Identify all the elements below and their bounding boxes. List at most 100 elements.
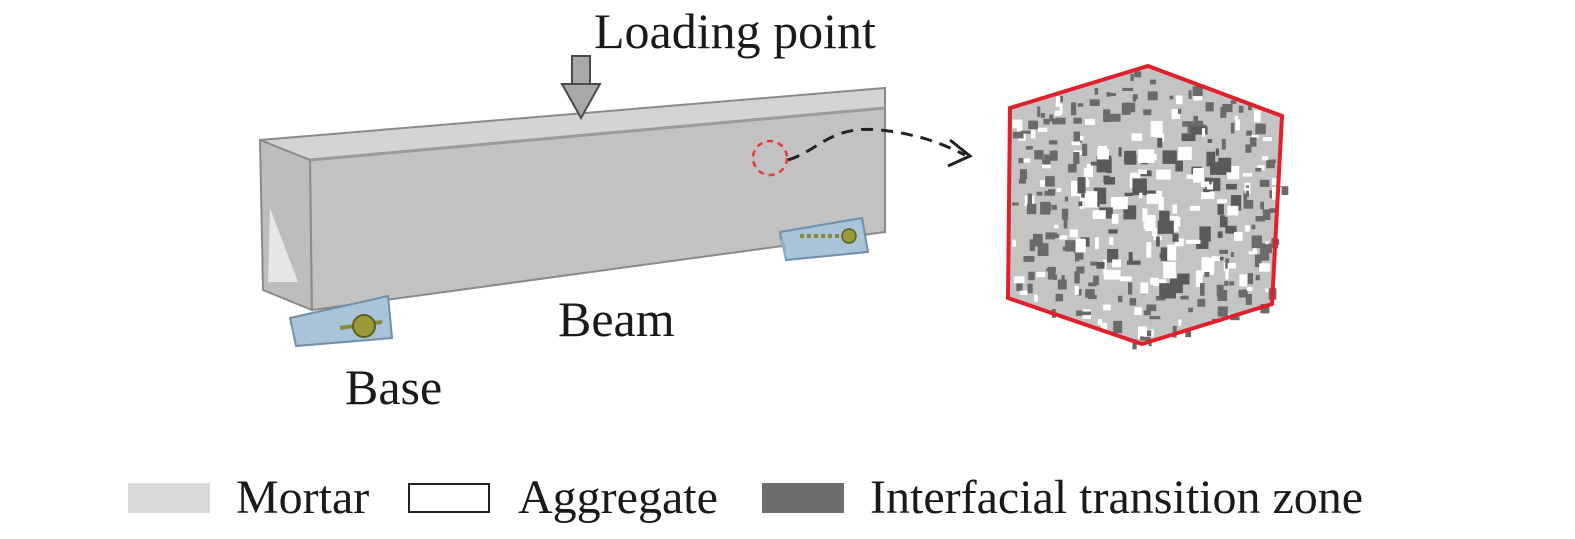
cube-speckle xyxy=(1077,103,1084,107)
legend-swatch-mortar xyxy=(128,483,210,513)
cube-speckle xyxy=(1269,190,1274,199)
cube-speckle xyxy=(1181,133,1196,142)
cube-speckle xyxy=(1171,109,1181,120)
cube-speckle xyxy=(1096,155,1112,173)
cube-speckle xyxy=(1049,114,1054,122)
cube-speckle xyxy=(1082,143,1088,156)
cube-speckle xyxy=(1093,275,1099,285)
cube-speckle xyxy=(1272,177,1277,185)
cube-speckle xyxy=(1076,266,1085,274)
cube-speckle xyxy=(1163,262,1176,279)
cube-speckle xyxy=(1260,247,1270,261)
cube-speckle xyxy=(1074,271,1080,284)
cube-speckle xyxy=(1043,118,1050,125)
cube-speckle xyxy=(1113,320,1123,334)
cube-speckle xyxy=(1027,193,1033,205)
cube-speckle xyxy=(1147,330,1152,337)
cube-speckle xyxy=(1225,225,1237,234)
cube-speckle xyxy=(1230,195,1242,211)
cube-speckle xyxy=(1259,179,1270,187)
cube-speckle xyxy=(1071,141,1081,146)
cube-speckle xyxy=(1238,289,1248,298)
cube-speckle xyxy=(1052,118,1057,125)
cube-speckle xyxy=(1077,289,1082,296)
cube-speckle xyxy=(1142,208,1148,222)
cube-speckle xyxy=(1152,227,1157,237)
cube-speckle xyxy=(1137,326,1147,339)
cube-speckle xyxy=(1099,207,1113,219)
cube-speckle xyxy=(1201,257,1210,268)
cube-speckle xyxy=(1088,295,1097,300)
cube-speckle xyxy=(1147,154,1157,161)
cube-speckle xyxy=(1049,150,1058,161)
cube-speckle xyxy=(1036,272,1046,278)
cube-speckle xyxy=(1111,214,1119,224)
cube-speckle xyxy=(1225,258,1230,269)
cube-speckle xyxy=(1018,179,1027,184)
cube-speckle xyxy=(1083,167,1088,184)
cube-speckle xyxy=(1244,225,1250,232)
cube-speckle xyxy=(1259,263,1271,272)
cube-speckle xyxy=(1263,137,1272,142)
cube-speckle xyxy=(1037,243,1049,256)
cube-speckle xyxy=(1242,173,1253,177)
cube-speckle xyxy=(1089,99,1100,106)
cube-speckle xyxy=(1110,197,1128,210)
cube-speckle xyxy=(1028,271,1035,281)
cube-speckle xyxy=(1068,163,1077,173)
cube-speckle xyxy=(1227,263,1236,269)
cube-speckle xyxy=(1146,190,1162,204)
cube-speckle xyxy=(1277,186,1289,195)
cube-speckle xyxy=(1040,113,1045,118)
cube-speckle xyxy=(1103,269,1121,280)
cube-speckle xyxy=(1055,96,1061,107)
cube-speckle xyxy=(1247,286,1253,292)
cube-speckle xyxy=(1047,266,1056,280)
cube-speckle xyxy=(1254,109,1261,123)
cube-speckle xyxy=(1224,281,1229,286)
cube-speckle xyxy=(1128,252,1133,265)
cube-speckle xyxy=(1218,157,1232,173)
cube-speckle xyxy=(1076,310,1083,316)
cube-speckle xyxy=(1251,134,1259,138)
cube-speckle xyxy=(1134,307,1142,315)
cube-speckle xyxy=(1260,201,1264,210)
cube-speckle xyxy=(1251,224,1256,230)
cube-speckle xyxy=(1195,120,1204,127)
cube-speckle xyxy=(1158,196,1164,210)
cube-speckle xyxy=(1248,105,1252,111)
cube-speckle xyxy=(1133,94,1138,100)
cube-speckle xyxy=(1031,130,1036,139)
cube-speckle xyxy=(1147,91,1158,101)
cube-speckle xyxy=(1225,270,1229,280)
cube-speckle xyxy=(1094,88,1099,95)
cube-speckle xyxy=(1204,272,1210,277)
cube-speckle xyxy=(1262,156,1269,161)
cube-speckle xyxy=(1227,205,1239,216)
cube-speckle xyxy=(1217,290,1228,301)
cube-speckle xyxy=(1242,289,1247,293)
cube-speckle xyxy=(1197,298,1206,307)
cube-speckle xyxy=(1034,294,1038,302)
cube-speckle xyxy=(1069,229,1078,238)
cube-speckle xyxy=(1131,133,1143,141)
cube-speckle xyxy=(1153,279,1167,287)
cube-speckle xyxy=(1193,168,1204,183)
cube-speckle xyxy=(1064,196,1069,202)
cube-speckle xyxy=(1020,290,1028,295)
cube-speckle xyxy=(1109,113,1121,122)
cube-speckle xyxy=(1272,159,1276,164)
cube-speckle xyxy=(1255,123,1266,135)
cube-speckle xyxy=(1192,86,1203,97)
cube-speckle xyxy=(1052,234,1061,238)
cube-speckle xyxy=(1081,193,1087,198)
cube-speckle xyxy=(1103,304,1111,311)
cube-speckle xyxy=(1055,117,1066,125)
cube-speckle xyxy=(1243,200,1254,209)
cube-speckle xyxy=(1059,103,1063,115)
cube-speckle xyxy=(1078,246,1084,260)
cube-speckle xyxy=(1162,150,1177,164)
cube-speckle xyxy=(1235,119,1240,131)
cube-speckle xyxy=(1266,159,1275,169)
